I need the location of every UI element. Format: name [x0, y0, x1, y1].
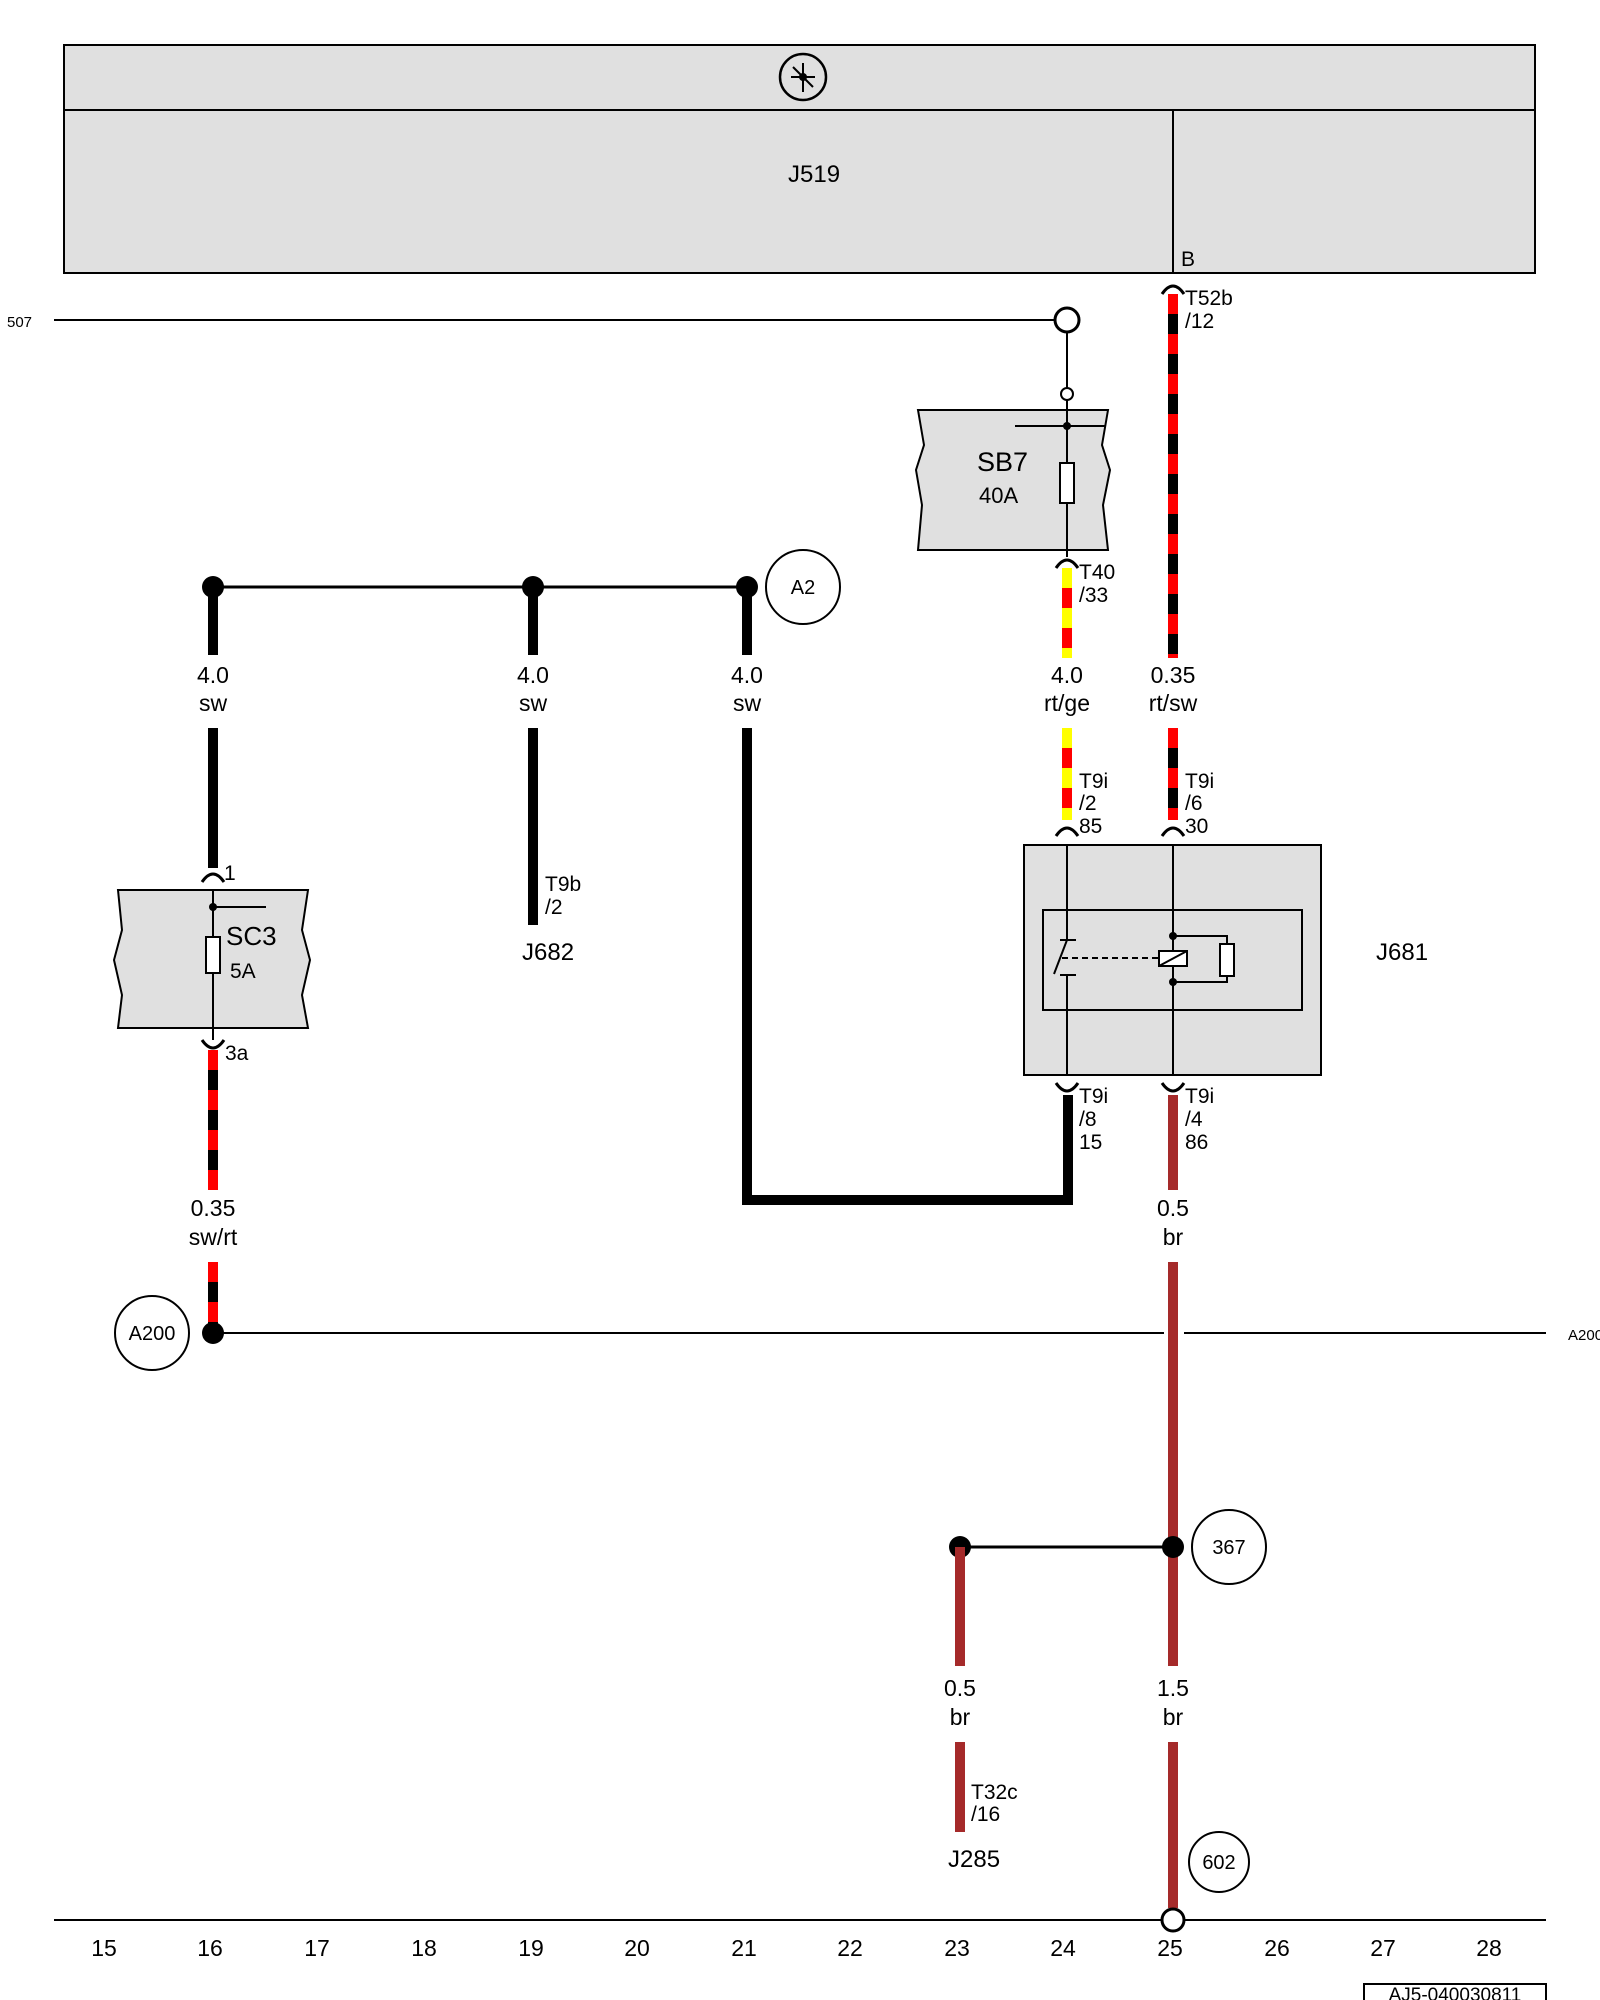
wire-size-6: 0.35: [191, 1195, 236, 1221]
wire-color-4: rt/ge: [1044, 690, 1090, 716]
ref-367: 367: [1212, 1537, 1245, 1559]
sb7-rating: 40A: [979, 483, 1018, 508]
supply-507-label: 507: [7, 314, 32, 331]
column-number: 16: [197, 1935, 223, 1961]
sc3-name: SC3: [226, 921, 277, 951]
t9i-2-pin: /2: [1079, 792, 1097, 815]
bus-a200-right-label: A200: [1568, 1327, 1600, 1344]
wire-size-3: 4.0: [731, 662, 763, 688]
ref-circle-367: [1191, 1509, 1267, 1585]
fuse-icon: [1059, 462, 1075, 504]
connector-icon: [200, 872, 226, 883]
connector-icon: [1160, 284, 1186, 295]
doc-id: AJ5-040030811: [1389, 1985, 1522, 2000]
t52b-pin: /12: [1185, 310, 1214, 333]
column-number: 21: [731, 1935, 757, 1961]
sc3-fuse-block: SC3 5A: [112, 889, 312, 1040]
column-number: 18: [411, 1935, 437, 1961]
t32c-pin: /16: [971, 1803, 1000, 1826]
sb7-name: SB7: [977, 447, 1028, 477]
t32c-name: T32c: [971, 1781, 1018, 1804]
wire-color-9: br: [1163, 1704, 1184, 1730]
j682-label: J682: [522, 939, 574, 966]
column-number: 27: [1370, 1935, 1396, 1961]
wire-color-1: sw: [199, 690, 228, 716]
column-number: 28: [1476, 1935, 1502, 1961]
ground-terminal: [1160, 1907, 1186, 1933]
diode-icon: [1219, 943, 1235, 977]
column-number: 19: [518, 1935, 544, 1961]
column-number: 24: [1050, 1935, 1076, 1961]
connector-icon: [1160, 1082, 1186, 1093]
t9i-6-name: T9i: [1185, 770, 1214, 793]
wire-size-5: 0.35: [1151, 662, 1196, 688]
wire-size-8: 0.5: [944, 1675, 976, 1701]
wire-size-4: 4.0: [1051, 662, 1083, 688]
connector-icon: [200, 1039, 226, 1050]
j681-relay: [1023, 844, 1322, 1076]
t9i-4-term: 86: [1185, 1131, 1208, 1154]
t9i-2-name: T9i: [1079, 770, 1108, 793]
j519-label: J519: [788, 161, 840, 188]
t9i-4-name: T9i: [1185, 1085, 1214, 1108]
connector-icon: [1054, 826, 1080, 837]
wire-sw-21-24: [742, 728, 1073, 1205]
t9i-8-name: T9i: [1079, 1085, 1108, 1108]
ref-circle-a200: [114, 1295, 190, 1371]
t9i-4-pin: /4: [1185, 1108, 1203, 1131]
j519-module: J519 B: [63, 44, 1536, 274]
column-number: 15: [91, 1935, 117, 1961]
connector-icon: [1054, 558, 1080, 569]
t40-name: T40: [1079, 561, 1115, 584]
column-number: 25: [1157, 1935, 1183, 1961]
wire-color-6: sw/rt: [189, 1224, 238, 1250]
t9i-6-pin: /6: [1185, 792, 1203, 815]
j285-label: J285: [948, 1846, 1000, 1873]
sc3-in-pin: 1: [224, 862, 236, 885]
t9i-2-term: 85: [1079, 815, 1102, 838]
wire-size-9: 1.5: [1157, 1675, 1189, 1701]
ref-602: 602: [1202, 1852, 1235, 1874]
t9b-name: T9b: [545, 873, 581, 896]
t9i-6-term: 30: [1185, 815, 1208, 838]
sb7-fuse-block: SB7 40A: [914, 400, 1112, 557]
wire-color-3: sw: [733, 690, 762, 716]
connector-icon: [1054, 1082, 1080, 1093]
terminal-circle: [1053, 306, 1081, 334]
t9i-8-term: 15: [1079, 1131, 1102, 1154]
t9b-pin: /2: [545, 896, 563, 919]
column-number: 22: [837, 1935, 863, 1961]
column-numbers: 15 16 17 18 19 20 21 22 23 24 25 26 27 2…: [91, 1935, 1502, 1961]
wire-size-7: 0.5: [1157, 1195, 1189, 1221]
wire-size-1: 4.0: [197, 662, 229, 688]
ref-circle-602: [1188, 1831, 1250, 1893]
ref-a200: A200: [129, 1323, 176, 1345]
t52b-name: T52b: [1185, 287, 1233, 310]
column-number: 17: [304, 1935, 330, 1961]
column-number: 26: [1264, 1935, 1290, 1961]
ref-a2: A2: [791, 577, 815, 599]
fuse-icon: [205, 936, 221, 974]
wire-size-2: 4.0: [517, 662, 549, 688]
j519-pin-label: B: [1181, 248, 1195, 271]
doc-id-box: [1363, 1983, 1547, 2000]
t9i-8-pin: /8: [1079, 1108, 1097, 1131]
column-number: 20: [624, 1935, 650, 1961]
wire-color-5: rt/sw: [1149, 690, 1198, 716]
t40-pin: /33: [1079, 584, 1108, 607]
sc3-rating: 5A: [230, 960, 256, 983]
ref-circle-a2: [765, 549, 841, 625]
column-number: 23: [944, 1935, 970, 1961]
connector-icon: [1160, 826, 1186, 837]
wire-color-7: br: [1163, 1224, 1184, 1250]
j681-label: J681: [1376, 939, 1428, 966]
wire-color-8: br: [950, 1704, 971, 1730]
ground-symbol-icon: [778, 52, 828, 102]
sc3-out-pin: 3a: [225, 1042, 249, 1065]
wire-color-2: sw: [519, 690, 548, 716]
